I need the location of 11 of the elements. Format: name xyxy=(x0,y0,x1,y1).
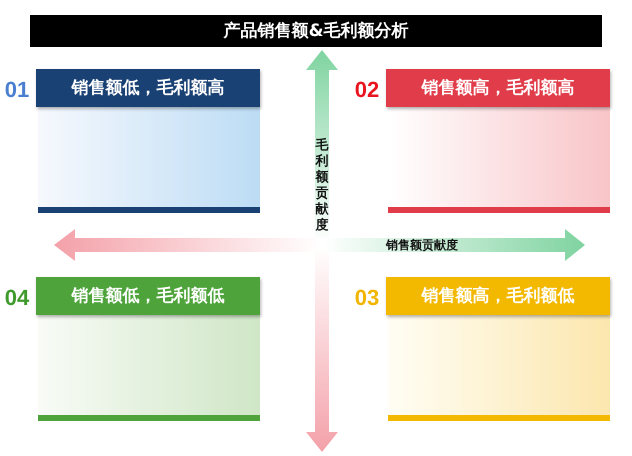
card-header: 销售额高，毛利额高 xyxy=(386,69,610,107)
title-bar: 产品销售额&毛利额分析 xyxy=(30,15,602,47)
quadrant-number: 01 xyxy=(4,77,30,103)
quadrant-number: 03 xyxy=(354,285,380,311)
card-header: 销售额低，毛利额低 xyxy=(36,277,260,315)
axis-label: 毛利额贡献度 xyxy=(315,138,329,234)
quadrant-number: 04 xyxy=(4,285,30,311)
quadrant-number: 02 xyxy=(354,77,380,103)
axis-label: 销售额贡献度 xyxy=(386,237,458,254)
card-header: 销售额高，毛利额低 xyxy=(386,277,610,315)
card-header: 销售额低，毛利额高 xyxy=(36,69,260,107)
